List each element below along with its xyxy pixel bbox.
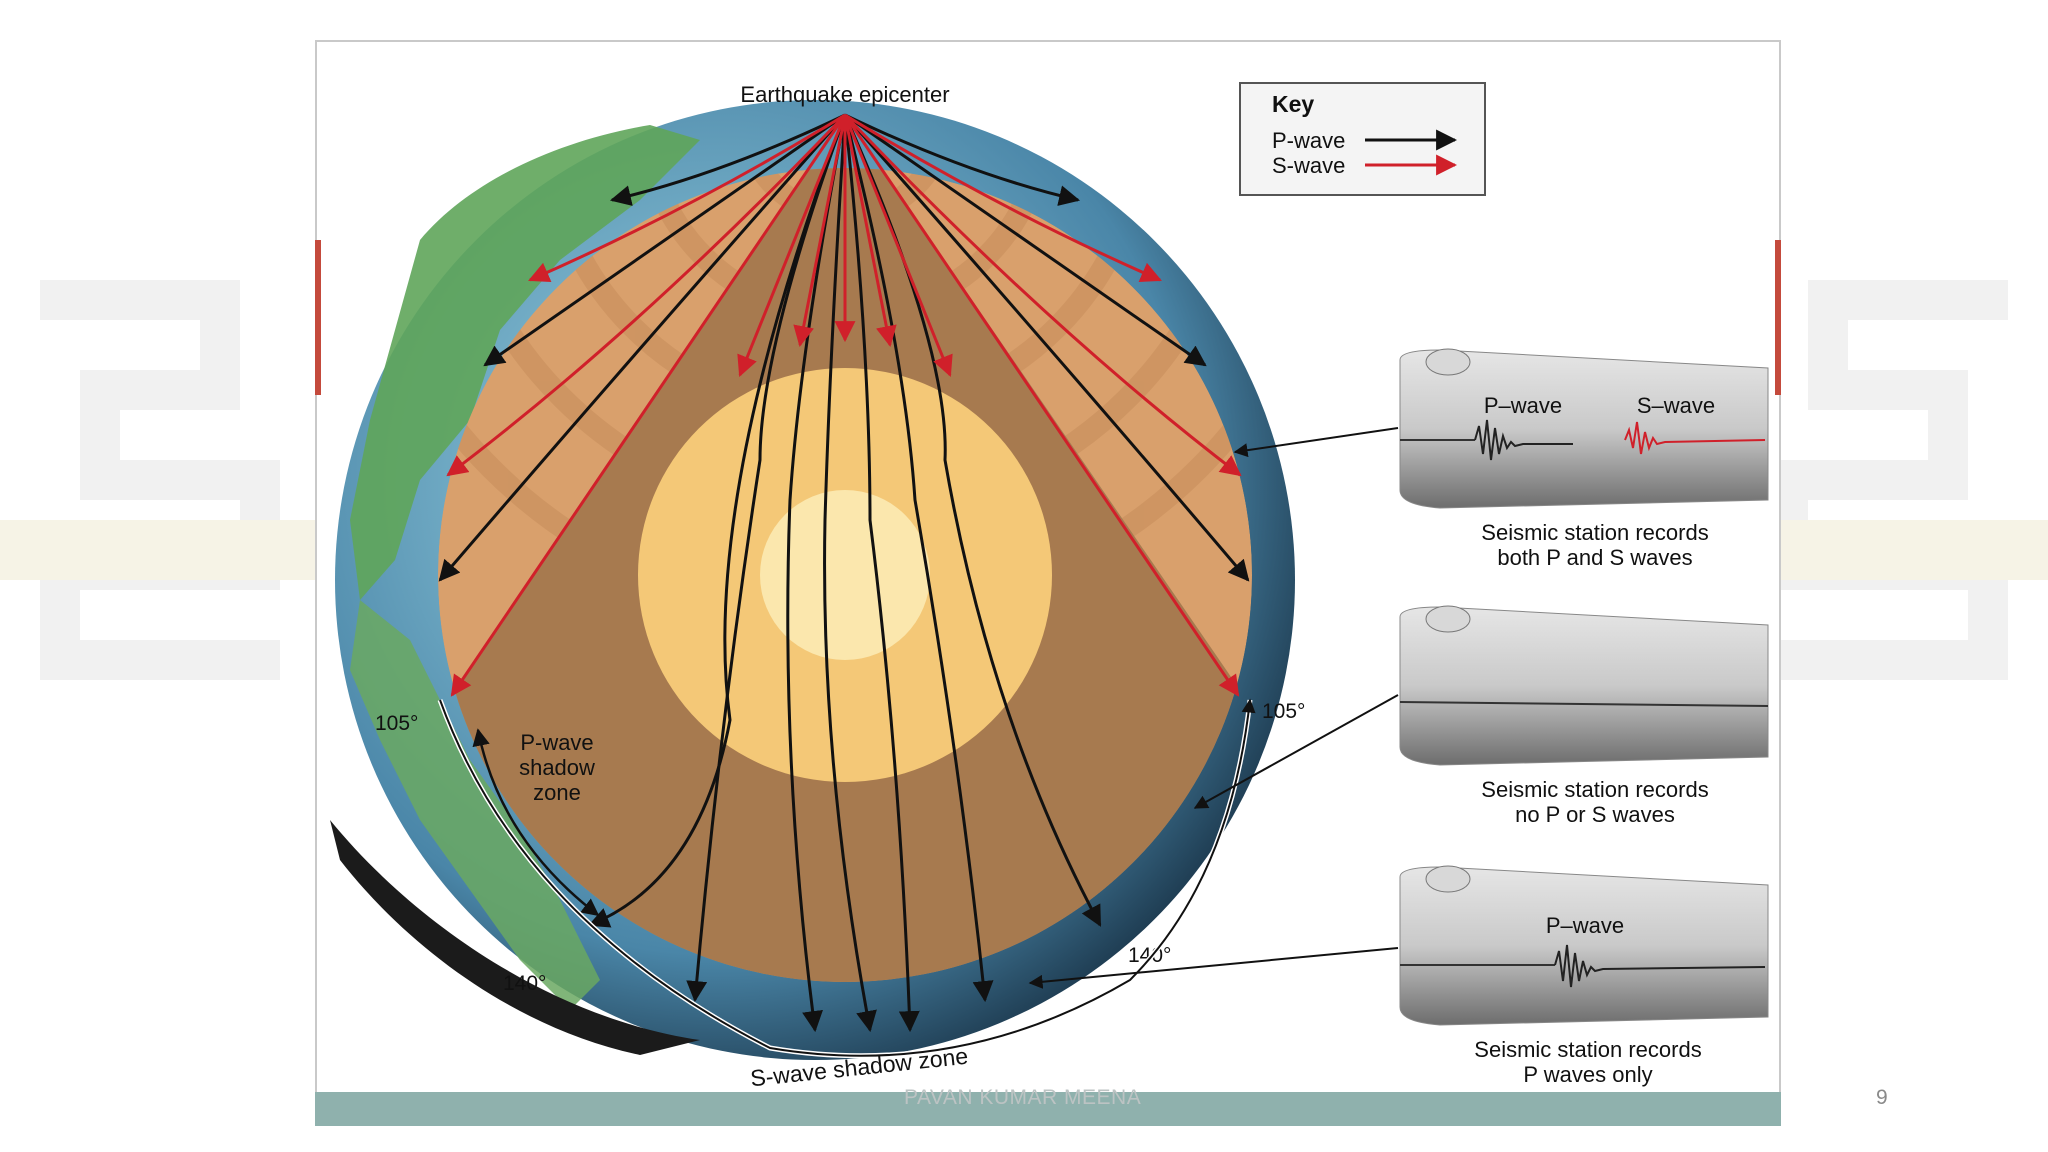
station-2-caption-2: no P or S waves [1515,802,1675,827]
s-wave-trace [1624,421,1766,455]
station-pointers [1028,427,1399,989]
p-shadow-line-3: zone [533,780,581,805]
station-1-p-label: P–wave [1484,393,1562,418]
station-1-caption-1: Seismic station records [1481,520,1708,545]
legend-s-label: S-wave [1272,153,1345,178]
footer-band [315,1092,1781,1126]
station-1-caption-2: both P and S waves [1497,545,1692,570]
s-wave-paths [446,113,1242,697]
p-shadow-line-2: shadow [519,755,595,780]
angle-left-105: 105° [375,712,418,735]
seismic-station-2: Seismic station records no P or S waves [1399,605,1769,827]
seismic-station-3: P–wave Seismic station records P waves o… [1399,865,1769,1087]
seismic-station-1: P–wave S–wave Seismic station records bo… [1399,348,1769,570]
legend-p-label: P-wave [1272,128,1345,153]
slide-accent-left [315,240,321,395]
inner-core [760,490,930,660]
epicenter-label: Earthquake epicenter [740,82,949,107]
p-wave-paths [438,113,1250,1033]
p-wave-only-trace [1554,944,1766,988]
angle-left-140: 140° [503,972,546,995]
legend-heading: Key [1272,91,1314,117]
footer-author: PAVAN KUMAR MEENA [904,1086,1142,1109]
p-shadow-line-1: P-wave [520,730,593,755]
station-3-p-label: P–wave [1546,913,1624,938]
p-wave-trace [1474,419,1573,461]
page-number: 9 [1876,1086,1888,1109]
slide-accent-right [1775,240,1781,395]
station-3-caption-2: P waves only [1523,1062,1652,1087]
station-2-caption-1: Seismic station records [1481,777,1708,802]
station-3-caption-1: Seismic station records [1474,1037,1701,1062]
p-wave-shadow-zone: P-wave shadow zone [472,728,600,917]
station-1-s-label: S–wave [1637,393,1715,418]
angle-right-105: 105° [1262,700,1305,723]
legend-key: Key P-wave S-wave [1239,82,1486,196]
flat-trace [1399,701,1769,707]
